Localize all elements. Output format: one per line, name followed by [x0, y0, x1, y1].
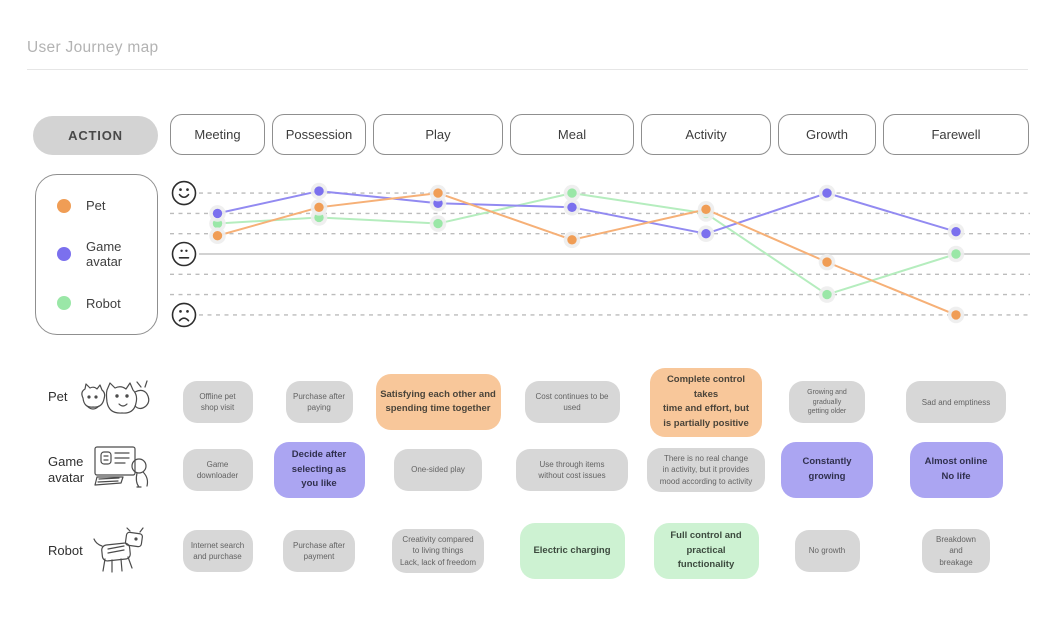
robot-dog-illustration [93, 527, 144, 573]
chart-point-pet-play[interactable] [433, 188, 443, 198]
card-cell: Decide after selecting as you like [272, 442, 366, 498]
card-game-meeting[interactable]: Game downloader [182, 449, 253, 491]
stage-button-farewell[interactable]: Farewell [883, 114, 1029, 155]
card-cell: Offline pet shop visit [170, 381, 265, 424]
card-robot-play[interactable]: Creativity compared to living things Lac… [392, 529, 484, 573]
card-cell: Creativity compared to living things Lac… [373, 529, 503, 573]
chart-point-pet-possession[interactable] [314, 202, 324, 213]
card-cell: Almost online No life [883, 442, 1029, 498]
card-cell: Use through items without cost issues [510, 449, 634, 491]
action-label: ACTION [68, 128, 123, 143]
card-game-possession[interactable]: Decide after selecting as you like [273, 442, 365, 498]
chart-point-game-avatar-growth[interactable] [822, 188, 832, 198]
card-game-meal[interactable]: Use through items without cost issues [516, 449, 628, 491]
title-divider [27, 69, 1028, 70]
stage-button-growth[interactable]: Growth [778, 114, 876, 155]
chart-point-game-avatar-activity[interactable] [701, 229, 711, 239]
legend-label: Game avatar [86, 238, 123, 270]
game-avatar-illustration [94, 446, 149, 488]
game-avatar-series-dot-icon [57, 247, 71, 262]
emotion-journey-chart [170, 175, 1030, 340]
card-cell: Purchase after payment [272, 530, 366, 572]
stage-button-row: Meeting Possession Play Meal Activity Gr… [170, 114, 1030, 156]
series-line-game-avatar [216, 190, 957, 235]
card-cell: Sad and emptiness [883, 381, 1029, 424]
page-title: User Journey map [27, 39, 159, 56]
card-robot-farewell[interactable]: Breakdown and breakage [922, 529, 990, 573]
chart-point-game-avatar-meal[interactable] [567, 202, 577, 213]
chart-point-pet-growth[interactable] [822, 257, 832, 267]
legend-item-pet: Pet [57, 198, 157, 214]
card-cell: Electric charging [510, 523, 634, 579]
chart-point-robot-growth[interactable] [822, 289, 832, 300]
card-cell: Full control and practical functionality [641, 523, 771, 579]
card-pet-possession[interactable]: Purchase after paying [285, 381, 353, 424]
card-cell: Complete control takes time and effort, … [641, 368, 771, 437]
card-pet-growth[interactable]: Growing and gradually getting older [789, 381, 865, 424]
chart-point-pet-meal[interactable] [567, 235, 577, 245]
chart-point-game-avatar-farewell[interactable] [951, 226, 961, 237]
card-pet-meal[interactable]: Cost continues to be used [524, 381, 620, 424]
neutral-face-icon [171, 241, 197, 267]
card-game-activity[interactable]: There is no real change in activity, but… [647, 448, 765, 492]
legend-item-game-avatar: Game avatar [57, 239, 157, 270]
row-label-text: Pet [48, 388, 68, 404]
row-label-game-avatar: Game avatar [30, 442, 170, 498]
stage-button-activity[interactable]: Activity [641, 114, 771, 155]
card-game-growth[interactable]: Constantly growing [781, 442, 873, 498]
row-label-pet: Pet [30, 370, 170, 424]
happy-face-icon [171, 180, 197, 206]
chart-point-robot-meal[interactable] [567, 188, 577, 198]
cards-row-robot: Internet search and purchase Purchase af… [170, 522, 1030, 580]
card-game-farewell[interactable]: Almost online No life [909, 442, 1003, 498]
stage-button-meeting[interactable]: Meeting [170, 114, 265, 155]
action-row-header[interactable]: ACTION [33, 116, 158, 155]
stage-button-possession[interactable]: Possession [272, 114, 366, 155]
row-label-text: Game avatar [48, 453, 85, 485]
card-cell: Breakdown and breakage [883, 529, 1029, 573]
chart-point-pet-activity[interactable] [701, 204, 711, 215]
card-pet-farewell[interactable]: Sad and emptiness [906, 381, 1006, 424]
chart-point-robot-farewell[interactable] [951, 249, 961, 259]
card-cell: One-sided play [373, 449, 503, 491]
legend-label: Robot [86, 295, 121, 311]
chart-point-pet-meeting[interactable] [212, 231, 223, 241]
stage-button-play[interactable]: Play [373, 114, 503, 155]
card-robot-growth[interactable]: No growth [794, 530, 860, 572]
card-cell: Internet search and purchase [170, 530, 265, 572]
chart-point-game-avatar-meeting[interactable] [212, 208, 223, 219]
row-label-text: Robot [48, 542, 83, 558]
chart-point-pet-farewell[interactable] [951, 310, 961, 320]
card-cell: Constantly growing [778, 442, 876, 498]
cards-row-pet: Offline pet shop visit Purchase after pa… [170, 368, 1030, 437]
card-pet-meeting[interactable]: Offline pet shop visit [182, 381, 253, 424]
card-cell: Purchase after paying [272, 381, 366, 424]
card-game-play[interactable]: One-sided play [394, 449, 482, 491]
sad-face-icon [171, 302, 197, 328]
chart-legend: Pet Game avatar Robot [35, 174, 158, 335]
card-cell: There is no real change in activity, but… [641, 448, 771, 492]
legend-label: Pet [86, 197, 106, 213]
card-cell: No growth [778, 530, 876, 572]
pet-series-dot-icon [57, 198, 71, 213]
pets-illustration [80, 380, 149, 414]
chart-point-game-avatar-possession[interactable] [314, 186, 324, 196]
card-robot-activity[interactable]: Full control and practical functionality [653, 523, 759, 579]
card-robot-possession[interactable]: Purchase after payment [283, 530, 355, 572]
card-cell: Growing and gradually getting older [778, 381, 876, 424]
stage-button-meal[interactable]: Meal [510, 114, 634, 155]
card-pet-activity[interactable]: Complete control takes time and effort, … [650, 368, 762, 437]
card-cell: Cost continues to be used [510, 381, 634, 424]
card-pet-play[interactable]: Satisfying each other and spending time … [375, 374, 501, 431]
robot-series-dot-icon [57, 296, 71, 311]
legend-item-robot: Robot [57, 296, 157, 312]
card-cell: Satisfying each other and spending time … [373, 374, 503, 431]
series-line-robot [216, 192, 957, 296]
row-label-robot: Robot [30, 524, 170, 578]
card-cell: Game downloader [170, 449, 265, 491]
cards-row-game-avatar: Game downloader Decide after selecting a… [170, 440, 1030, 500]
card-robot-meal[interactable]: Electric charging [519, 523, 625, 579]
card-robot-meeting[interactable]: Internet search and purchase [182, 530, 253, 572]
chart-point-robot-play[interactable] [433, 218, 443, 229]
